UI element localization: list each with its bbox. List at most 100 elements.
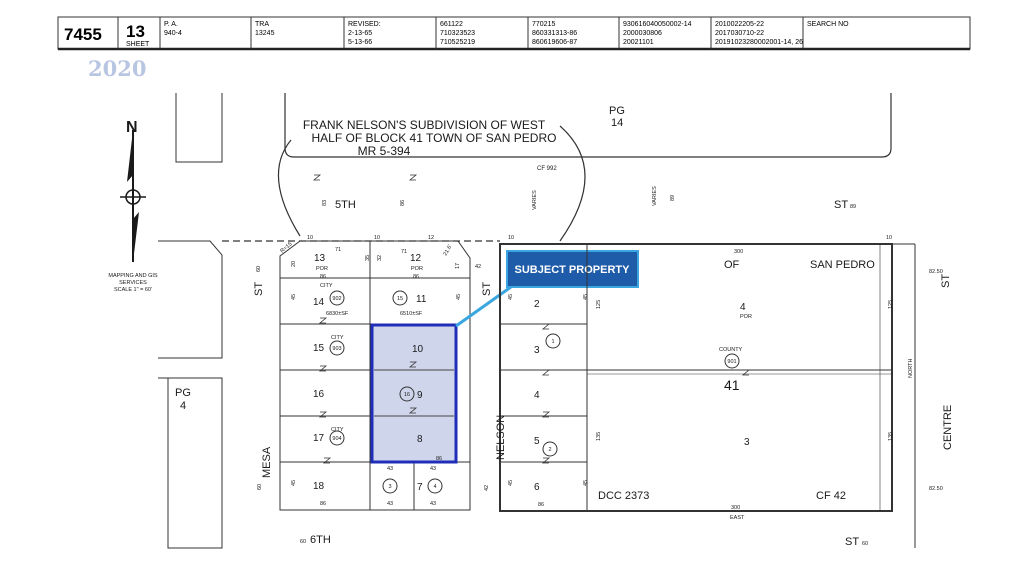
block-san-pedro: SAN PEDRO [810, 259, 875, 271]
dimension: 12 [428, 235, 434, 241]
revised-date: 5-13-66 [348, 39, 372, 46]
dimension: 32 [377, 255, 383, 261]
pa-value: 940-4 [164, 30, 182, 37]
page-number: 13 [126, 22, 145, 41]
header-bar: 7455 13 SHEET P. A. 940-4 TRA 13245 REVI… [57, 16, 971, 51]
street-number: 82.50 [929, 269, 943, 275]
dimension: 10 [307, 235, 313, 241]
street-suffix: ST [845, 536, 859, 548]
parcel-number: 15 [397, 296, 403, 302]
parcel-number: 903 [332, 346, 341, 352]
revision-number: 2010022205-22 [715, 21, 764, 28]
lot-number: 16 [313, 389, 325, 400]
lot-number: 4 [534, 390, 540, 401]
lot-number: 18 [313, 481, 325, 492]
revision-number: 710323523 [440, 30, 475, 37]
dimension: 86 [538, 502, 544, 508]
parcel-number: 1 [551, 339, 554, 345]
pa-label: P. A. [164, 21, 178, 28]
dimension: 125 [888, 300, 894, 309]
north-letter: N [126, 119, 138, 136]
dimension: 45 [456, 294, 462, 300]
dimension: 300 [731, 505, 740, 511]
dimension: 86 [436, 456, 442, 462]
parcel-number: 902 [332, 296, 341, 302]
revision-number: 20191023280002001-14, 26 [715, 39, 803, 46]
revision-number: 20021101 [623, 39, 654, 46]
revision-number: 930616040050002-14 [623, 21, 692, 28]
street-fifth: 5TH [335, 199, 356, 211]
subdivision-map-ref: MR 5-394 [358, 144, 411, 158]
lot-number: 13 [314, 253, 326, 264]
parcel-number: 904 [332, 436, 341, 442]
adjacent-parcels-east [892, 243, 916, 548]
dimension: 45 [583, 480, 589, 486]
dimension: 86 [320, 501, 326, 507]
dimension: 17 [455, 263, 461, 269]
sheet-label: SHEET [126, 41, 150, 48]
direction-label: EAST [730, 515, 745, 521]
lot-number: 8 [417, 434, 423, 445]
dimension: 10 [374, 235, 380, 241]
revision-number: 2000030806 [623, 30, 662, 37]
lot-number: 11 [416, 294, 427, 305]
street-nelson: NELSON [495, 415, 507, 460]
lot-owner: CITY [331, 427, 344, 433]
dimension: 45 [291, 294, 297, 300]
tra-label: TRA [255, 21, 269, 28]
street-suffix: ST [253, 282, 265, 296]
lot-portion: POR [316, 266, 328, 272]
dimension: 10 [886, 235, 892, 241]
revision-number: 2017030710-22 [715, 30, 764, 37]
lot-number: 14 [313, 297, 325, 308]
street-number: 42 [484, 485, 490, 491]
parcel-number: 3 [388, 484, 391, 490]
parcel-number: 2 [548, 447, 551, 453]
mapping-note-line: SERVICES [119, 280, 147, 286]
east-block-lots [499, 243, 893, 512]
street-number: 82.50 [929, 486, 943, 492]
mapping-note-line: MAPPING AND GIS [108, 273, 158, 279]
revision-number: 860619606-87 [532, 39, 577, 46]
direction-label: NORTH [908, 359, 914, 378]
lot-number: 9 [417, 390, 423, 401]
street-centre: CENTRE [942, 405, 954, 450]
dimension: VARIES [532, 190, 538, 210]
dimension: 45 [583, 294, 589, 300]
lot-number: 3 [534, 345, 540, 356]
dimension: 83 [322, 200, 328, 206]
street-suffix: ST [940, 274, 952, 288]
year-stamp: 2020 [88, 56, 146, 81]
dimension: 300 [734, 249, 743, 255]
dimension: 135 [596, 432, 602, 441]
lot-number: 4 [740, 302, 746, 313]
lot-number: 17 [313, 433, 325, 444]
cf-reference: CF 42 [816, 490, 846, 502]
dimension: 71 [335, 247, 341, 253]
lot-owner: CITY [320, 283, 333, 289]
street-number: 60 [862, 541, 868, 547]
lot-portion: POR [740, 314, 752, 320]
lot-area: 6510±SF [400, 311, 423, 317]
street-number: 60 [256, 266, 262, 272]
curve-angle: 21.6' [443, 244, 454, 257]
street-suffix: ST [834, 199, 848, 211]
cf-reference: CF 992 [537, 166, 557, 172]
dimension: 71 [401, 249, 407, 255]
subject-property-callout [455, 250, 639, 328]
dimension: 10 [508, 235, 514, 241]
block-number: 41 [724, 377, 740, 393]
dimension: 43 [430, 501, 436, 507]
dimension: 20 [291, 261, 297, 267]
subdivision-outline [277, 93, 892, 242]
west-block-lots [279, 240, 371, 511]
lot-portion: POR [411, 266, 423, 272]
lot-owner: COUNTY [719, 347, 743, 353]
street-number: 60 [257, 484, 263, 490]
dimension: 86 [320, 274, 326, 280]
subdivision-title-line: HALF OF BLOCK 41 TOWN OF SAN PEDRO [312, 131, 557, 145]
parcel-number: 16 [404, 392, 410, 398]
revised-date: 2-13-65 [348, 30, 372, 37]
